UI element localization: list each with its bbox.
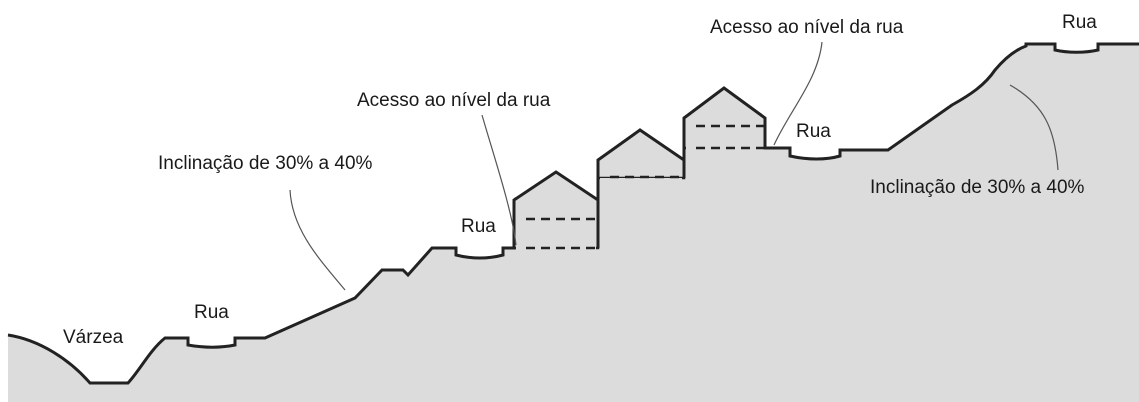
label-rua-4: Rua [1062, 12, 1097, 33]
label-inclinacao-left: Inclinação de 30% a 40% [158, 153, 373, 174]
house-3-base [686, 126, 764, 150]
house-1-base [516, 220, 596, 250]
leader-acesso-1 [481, 114, 517, 246]
leader-inclinacao-left [289, 189, 346, 291]
leader-acesso-2 [773, 41, 823, 146]
label-rua-3: Rua [796, 121, 831, 142]
house-2 [596, 128, 686, 180]
house-2-base [600, 178, 682, 198]
leader-inclinacao-right [1009, 84, 1059, 171]
label-rua-1: Rua [194, 302, 229, 323]
label-rua-2: Rua [461, 216, 496, 237]
label-inclinacao-right: Inclinação de 30% a 40% [870, 177, 1085, 198]
label-acesso-1: Acesso ao nível da rua [357, 90, 551, 111]
label-varzea: Várzea [63, 327, 124, 348]
label-acesso-2: Acesso ao nível da rua [710, 17, 904, 38]
